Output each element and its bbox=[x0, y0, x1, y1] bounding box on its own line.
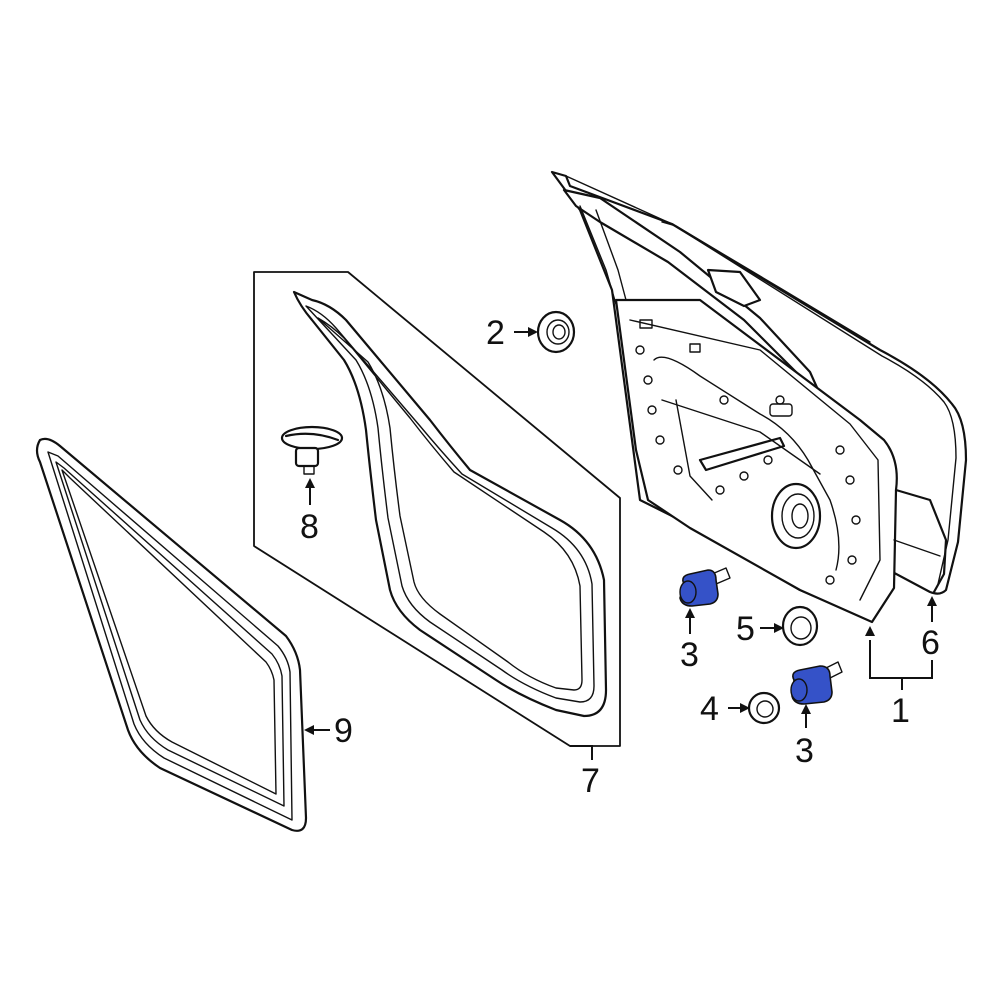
door-shell-part-1[interactable] bbox=[550, 170, 968, 624]
grommet-part-2[interactable] bbox=[536, 310, 576, 354]
door-seal-panel-part-7[interactable] bbox=[253, 271, 621, 747]
push-clip-part-8[interactable] bbox=[280, 425, 344, 475]
callout-8: 8 bbox=[300, 508, 319, 546]
bumper-part-3-lower[interactable] bbox=[790, 661, 843, 705]
leader-lines bbox=[304, 327, 937, 760]
callout-4: 4 bbox=[700, 690, 719, 728]
bumper-part-3-upper[interactable] bbox=[679, 567, 731, 607]
callout-labels: 2 8 9 7 3 5 4 3 1 6 bbox=[300, 314, 940, 800]
callout-2: 2 bbox=[486, 314, 505, 352]
callout-6: 6 bbox=[921, 624, 940, 662]
callout-1: 1 bbox=[891, 692, 910, 730]
grommet-part-5[interactable] bbox=[781, 605, 819, 647]
callout-3-lower: 3 bbox=[795, 732, 814, 770]
callout-3-upper: 3 bbox=[680, 636, 699, 674]
callout-9: 9 bbox=[334, 712, 353, 750]
washer-part-4[interactable] bbox=[747, 691, 781, 725]
callout-7: 7 bbox=[581, 762, 600, 800]
callout-5: 5 bbox=[736, 610, 755, 648]
weatherstrip-outer-part-9[interactable] bbox=[35, 437, 308, 832]
